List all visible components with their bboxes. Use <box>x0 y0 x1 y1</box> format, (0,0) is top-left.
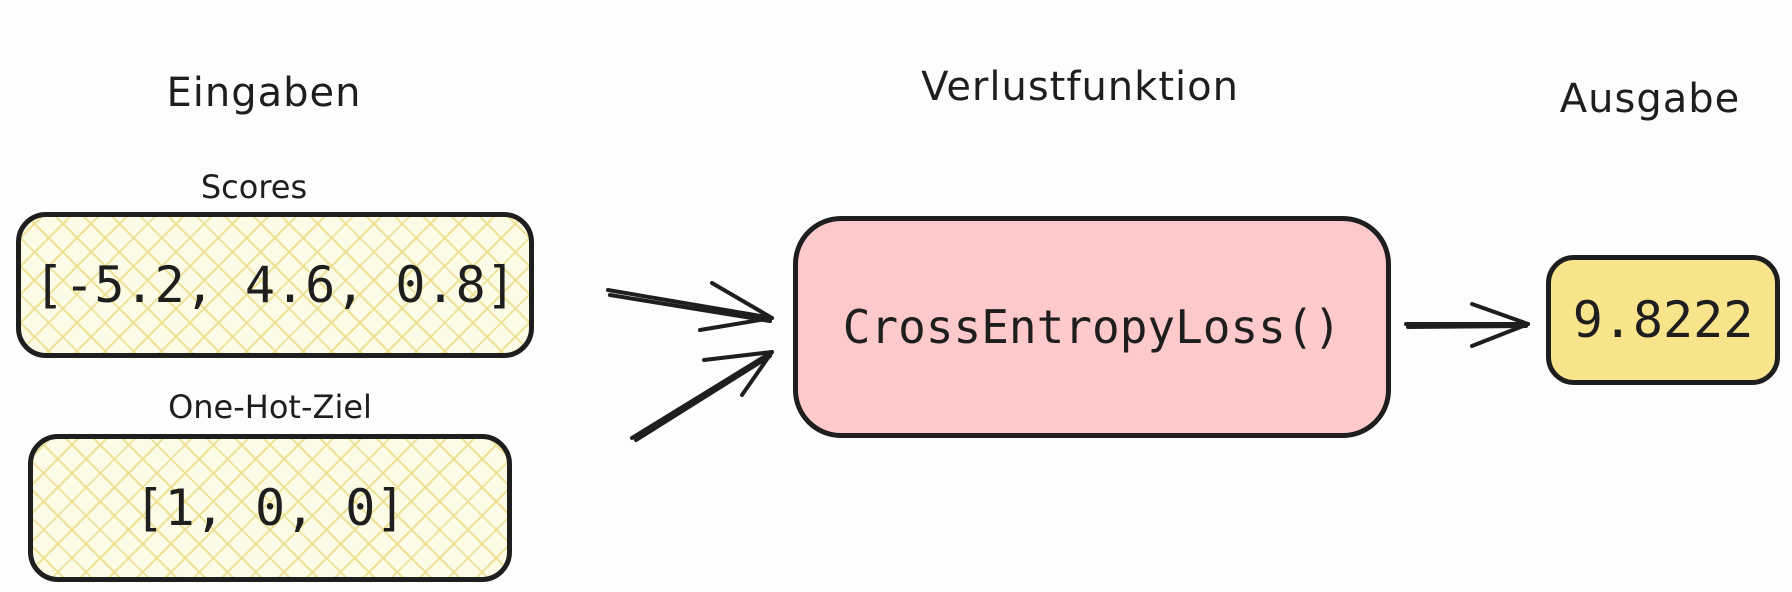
heading-loss-function: Verlustfunktion <box>921 64 1239 110</box>
output-value: 9.8222 <box>1572 291 1754 349</box>
loss-function-text: CrossEntropyLoss() <box>842 300 1342 354</box>
arrow-loss-to-output <box>1404 302 1530 348</box>
scores-box: [-5.2, 4.6, 0.8] <box>16 212 534 358</box>
arrow-target-to-loss <box>630 350 774 442</box>
heading-inputs: Eingaben <box>166 70 362 116</box>
scores-value: [-5.2, 4.6, 0.8] <box>34 256 516 314</box>
scores-label: Scores <box>200 168 308 206</box>
target-box: [1, 0, 0] <box>28 434 512 582</box>
arrow-scores-to-loss <box>606 281 774 332</box>
loss-function-box: CrossEntropyLoss() <box>793 216 1391 438</box>
target-value: [1, 0, 0] <box>134 479 406 537</box>
target-label: One-Hot-Ziel <box>168 388 372 426</box>
output-box: 9.8222 <box>1546 255 1780 385</box>
heading-output: Ausgabe <box>1559 76 1741 122</box>
